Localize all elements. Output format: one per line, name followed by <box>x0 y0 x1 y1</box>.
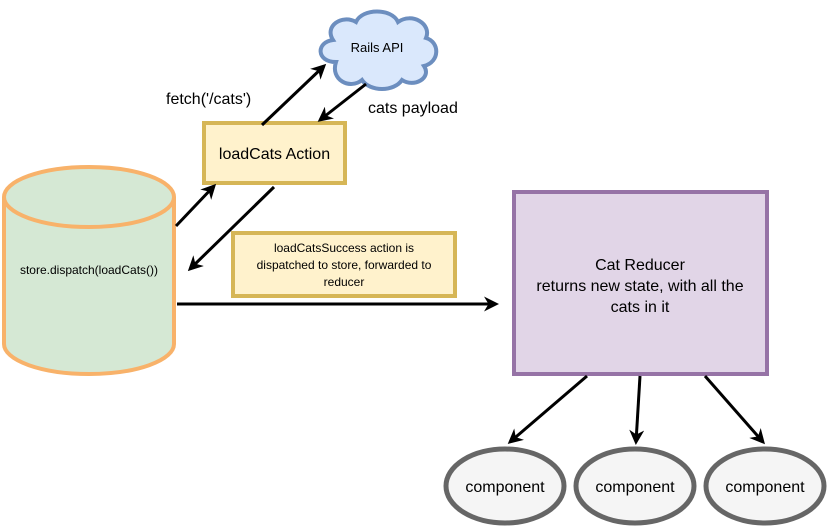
component-ellipse <box>573 446 697 526</box>
rails-api-cloud: Rails API <box>318 9 439 91</box>
component-ellipse <box>703 446 827 526</box>
fetch-edge-label: fetch('/cats') <box>166 91 251 108</box>
load-cats-success-note: loadCatsSuccess action is dispatched to … <box>231 231 457 298</box>
success-note-line-3: reducer <box>324 275 365 289</box>
payload-edge-label: cats payload <box>368 100 458 117</box>
success-note-line-2: dispatched to store, forwarded to <box>257 258 432 272</box>
component-node: component <box>703 446 827 526</box>
load-cats-action-box: loadCats Action <box>202 121 347 185</box>
arrow-reducer-to-component-1 <box>507 374 588 444</box>
load-cats-action-rect <box>202 121 347 185</box>
success-note-line-1: loadCatsSuccess action is <box>274 241 414 255</box>
arrow-action-to-api <box>260 63 327 127</box>
cat-reducer-line-1: Cat Reducer <box>595 257 685 274</box>
success-note-rect <box>231 231 457 298</box>
component-node: component <box>573 446 697 526</box>
component-ellipse <box>443 446 567 526</box>
component-label: component <box>725 479 805 496</box>
arrow-reducer-to-component-3 <box>703 375 765 445</box>
arrow-action-to-store <box>187 185 276 272</box>
cat-reducer-box: Cat Reducer returns new state, with all … <box>512 190 769 376</box>
store-dispatch-label: store.dispatch(loadCats()) <box>20 263 158 277</box>
store-cylinder: store.dispatch(loadCats()) <box>2 165 176 376</box>
component-label: component <box>595 479 675 496</box>
cat-reducer-rect <box>512 190 769 376</box>
arrow-api-to-action <box>317 82 367 122</box>
rails-api-label: Rails API <box>351 40 404 55</box>
store-cylinder-body <box>2 197 176 376</box>
store-cylinder-top <box>2 165 176 229</box>
arrow-store-to-action <box>174 183 217 228</box>
cat-reducer-line-2: returns new state, with all the <box>536 278 743 295</box>
cat-reducer-line-3: cats in it <box>611 299 670 316</box>
component-node: component <box>443 446 567 526</box>
load-cats-action-label: loadCats Action <box>219 146 330 163</box>
component-label: component <box>465 479 545 496</box>
arrow-reducer-to-component-2 <box>629 375 645 445</box>
cloud-icon <box>318 9 439 91</box>
